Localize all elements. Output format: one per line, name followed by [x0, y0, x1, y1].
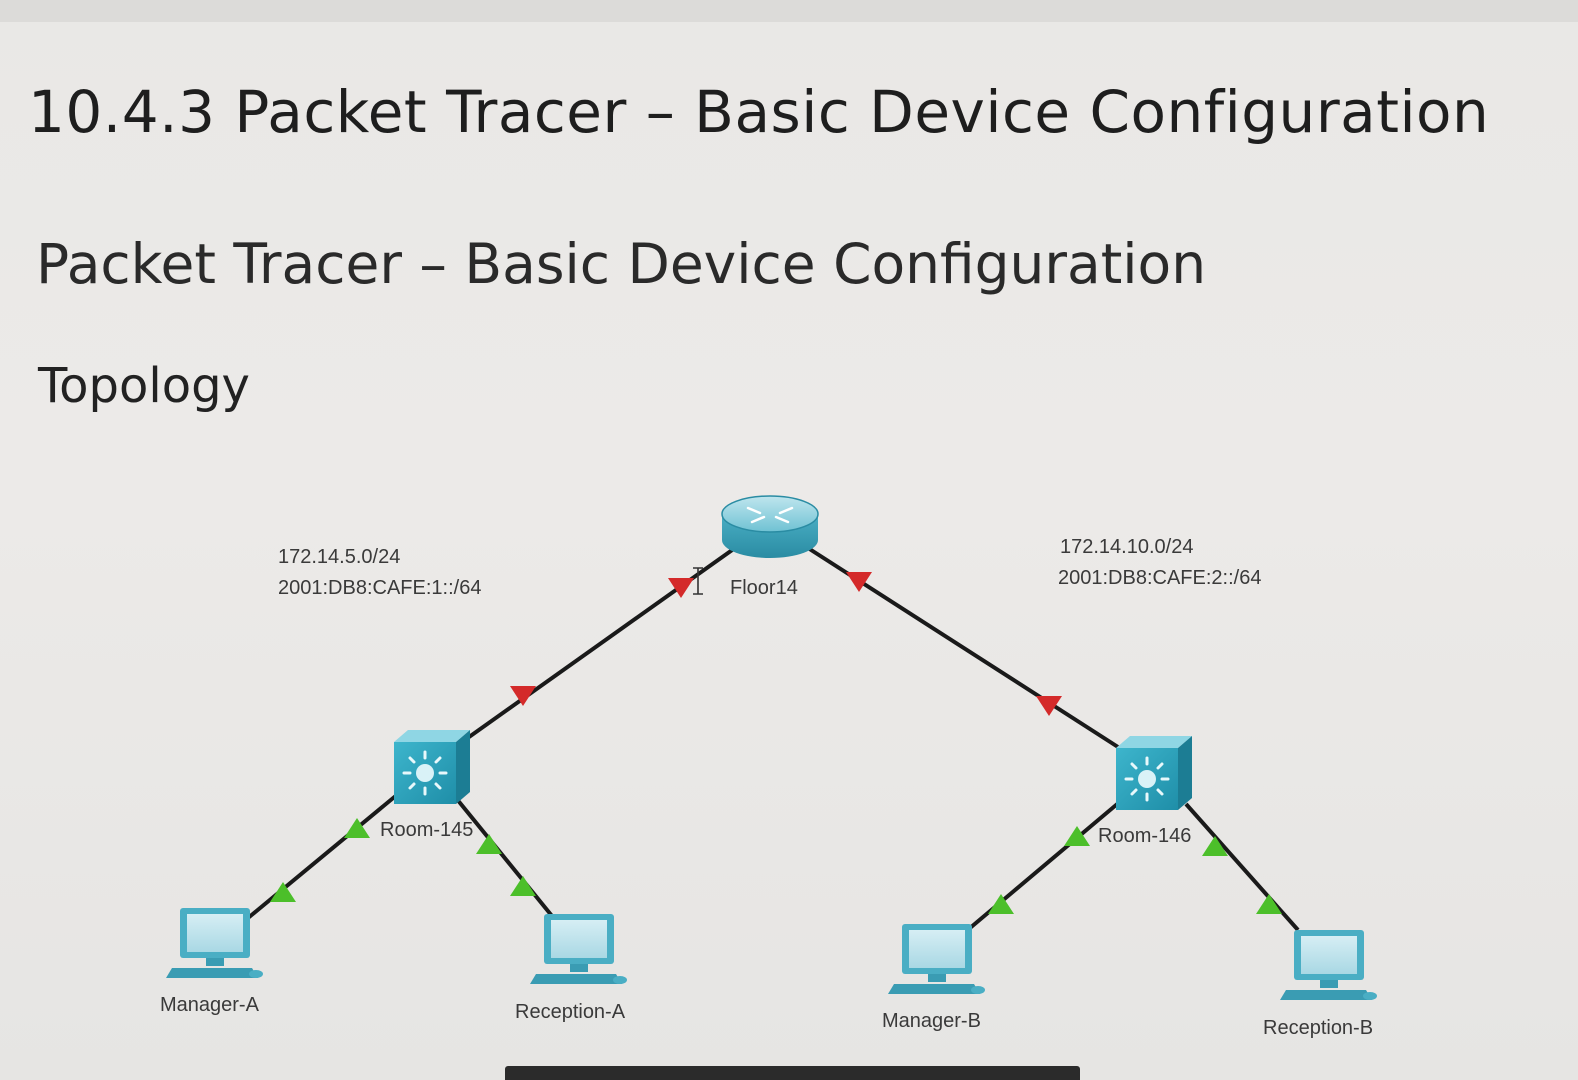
pc-label-reception-b: Reception-B: [1263, 1017, 1373, 1039]
link-status-markers: [270, 572, 1282, 914]
link-down-marker: [1036, 696, 1062, 716]
link-up-marker: [510, 876, 536, 896]
lesson-title: 10.4.3 Packet Tracer – Basic Device Conf…: [28, 78, 1490, 146]
link-room145-manager-a: [246, 792, 400, 920]
top-strip: [0, 0, 1578, 22]
link-up-marker: [1064, 826, 1090, 846]
router-label: Floor14: [730, 577, 798, 599]
topology-heading: Topology: [38, 358, 250, 414]
router-icon[interactable]: [693, 495, 819, 595]
pc-label-reception-a: Reception-A: [515, 1001, 626, 1023]
pc-label-manager-a: Manager-A: [160, 994, 260, 1016]
link-room146-reception-b: [1184, 802, 1300, 932]
network-a-ipv6: 2001:DB8:CAFE:1::/64: [278, 577, 481, 599]
link-up-marker: [476, 834, 502, 854]
multilayer-switch-icon[interactable]: [394, 730, 470, 804]
link-up-marker: [1202, 836, 1228, 856]
pc-icon[interactable]: [888, 924, 985, 994]
switch-label-room146: Room-146: [1098, 825, 1191, 847]
link-up-marker: [344, 818, 370, 838]
link-up-marker: [1256, 894, 1282, 914]
link-up-marker: [988, 894, 1014, 914]
link-down-marker: [846, 572, 872, 592]
pc-icon[interactable]: [166, 908, 263, 978]
network-a-ipv4: 172.14.5.0/24: [278, 546, 400, 568]
pc-icon[interactable]: [1280, 930, 1377, 1000]
bottom-toolbar-edge: [505, 1066, 1080, 1080]
link-down-marker: [668, 578, 694, 598]
link-room145-reception-a: [454, 796, 554, 918]
switch-label-room145: Room-145: [380, 819, 473, 841]
link-floor14-room145: [460, 546, 737, 744]
network-b-ipv4: 172.14.10.0/24: [1060, 536, 1193, 558]
link-up-marker: [270, 882, 296, 902]
link-down-marker: [510, 686, 536, 706]
pc-icon[interactable]: [530, 914, 627, 984]
network-b-ipv6: 2001:DB8:CAFE:2::/64: [1058, 567, 1261, 589]
activity-title: Packet Tracer – Basic Device Configurati…: [36, 232, 1207, 296]
multilayer-switch-icon[interactable]: [1116, 736, 1192, 810]
pc-label-manager-b: Manager-B: [882, 1010, 981, 1032]
